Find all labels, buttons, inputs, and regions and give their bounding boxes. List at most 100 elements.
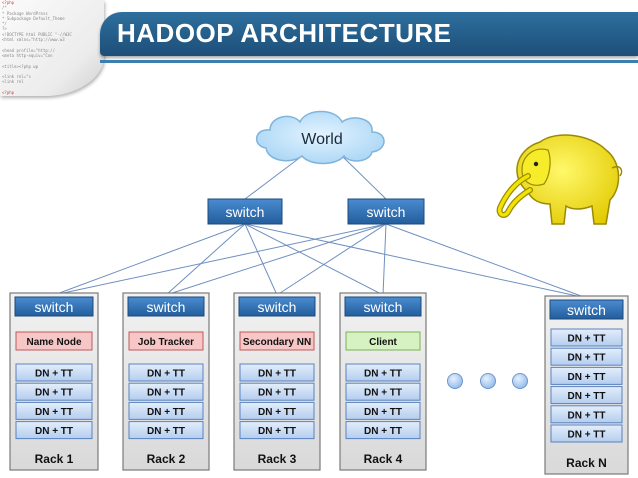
data-node-label: DN + TT	[147, 426, 185, 437]
data-node-box	[15, 363, 93, 382]
data-node-label: DN + TT	[567, 391, 605, 402]
data-node-box	[239, 401, 315, 420]
code-line: */	[2, 21, 7, 27]
core-switch-label: switch	[226, 204, 265, 220]
title-banner	[100, 12, 638, 56]
data-node-box	[128, 401, 204, 420]
data-node-box	[345, 363, 421, 382]
data-node-box	[239, 382, 315, 401]
data-node-box	[550, 347, 623, 366]
rack-switch-label: switch	[147, 299, 186, 315]
cloud-link	[341, 155, 387, 200]
code-line: <html xmlns="http://www.w3	[2, 37, 65, 43]
data-node-label: DN + TT	[364, 369, 402, 380]
data-node-label: DN + TT	[567, 353, 605, 364]
rack-switch	[127, 296, 205, 317]
switch-link	[53, 223, 387, 296]
core-switch	[207, 198, 283, 225]
rack-switch-label: switch	[258, 299, 297, 315]
rack-switch-label: switch	[364, 299, 403, 315]
data-node-label: DN + TT	[147, 388, 185, 399]
switch-link	[165, 223, 387, 296]
rack-role-label: Secondary NN	[243, 337, 311, 348]
rack-role-label: Name Node	[26, 337, 81, 348]
code-line: <title><?php wp	[2, 63, 39, 69]
rack-role-box	[15, 331, 93, 351]
data-node-label: DN + TT	[35, 369, 73, 380]
data-node-box	[239, 421, 315, 440]
ellipsis-dot	[512, 373, 528, 389]
data-node-box	[550, 366, 623, 385]
switch-link	[244, 223, 587, 299]
data-node-label: DN + TT	[35, 407, 73, 418]
data-node-box	[345, 401, 421, 420]
data-node-box	[15, 401, 93, 420]
rack-role-box	[345, 331, 421, 351]
code-line: <?php	[2, 90, 15, 96]
data-node-box	[550, 424, 623, 443]
data-node-label: DN + TT	[35, 388, 73, 399]
cloud-link	[244, 155, 303, 200]
rack-switch	[14, 296, 94, 317]
switch-link	[244, 223, 384, 296]
data-node-box	[550, 386, 623, 405]
rack-role-box	[128, 331, 204, 351]
data-node-box	[345, 421, 421, 440]
banner-underline	[100, 60, 638, 63]
rack-switch-label: switch	[567, 302, 606, 318]
data-node-box	[15, 382, 93, 401]
rack-label: Rack 1	[35, 452, 74, 466]
data-node-label: DN + TT	[567, 372, 605, 383]
code-line: <meta http-equiv="Con	[2, 52, 53, 58]
data-node-label: DN + TT	[567, 410, 605, 421]
data-node-box	[345, 382, 421, 401]
data-node-label: DN + TT	[147, 369, 185, 380]
data-node-label: DN + TT	[567, 430, 605, 441]
data-node-box	[239, 363, 315, 382]
code-line: /*	[2, 5, 7, 11]
rack-switch	[238, 296, 316, 317]
data-node-label: DN + TT	[35, 426, 73, 437]
elephant-eye	[533, 161, 539, 167]
rack-label: Rack 4	[364, 452, 403, 466]
data-node-label: DN + TT	[147, 407, 185, 418]
code-line: <?php	[2, 0, 15, 5]
rack-switch	[549, 299, 624, 320]
rack-label: Rack N	[566, 456, 607, 470]
data-node-box	[550, 405, 623, 424]
elephant-tail	[611, 165, 623, 177]
cloud-label: World	[301, 131, 343, 148]
data-node-label: DN + TT	[258, 407, 296, 418]
data-node-box	[128, 363, 204, 382]
rack-frame	[544, 295, 629, 475]
rack: switch DN + TT DN + TT DN + TT DN + TT DN + T…	[544, 295, 629, 475]
switch-link	[385, 223, 587, 299]
data-node-box	[128, 382, 204, 401]
rack-role-box	[239, 331, 315, 351]
hadoop-elephant-logo	[496, 134, 623, 225]
code-line: <link rel	[2, 79, 24, 85]
rack-label: Rack 3	[258, 452, 297, 466]
network-links	[53, 155, 587, 299]
switch-link	[244, 223, 278, 296]
core-switch	[347, 198, 425, 225]
switch-link	[165, 223, 246, 296]
data-node-box	[550, 328, 623, 347]
code-line: <link rel="s	[2, 74, 31, 80]
data-node-label: DN + TT	[364, 426, 402, 437]
data-node-label: DN + TT	[258, 426, 296, 437]
switch-link	[382, 223, 387, 296]
data-node-box	[15, 421, 93, 440]
switch-link	[53, 223, 246, 296]
code-line: <head profile="http://	[2, 47, 55, 53]
page-title: HADOOP ARCHITECTURE	[117, 18, 452, 48]
data-node-label: DN + TT	[258, 369, 296, 380]
